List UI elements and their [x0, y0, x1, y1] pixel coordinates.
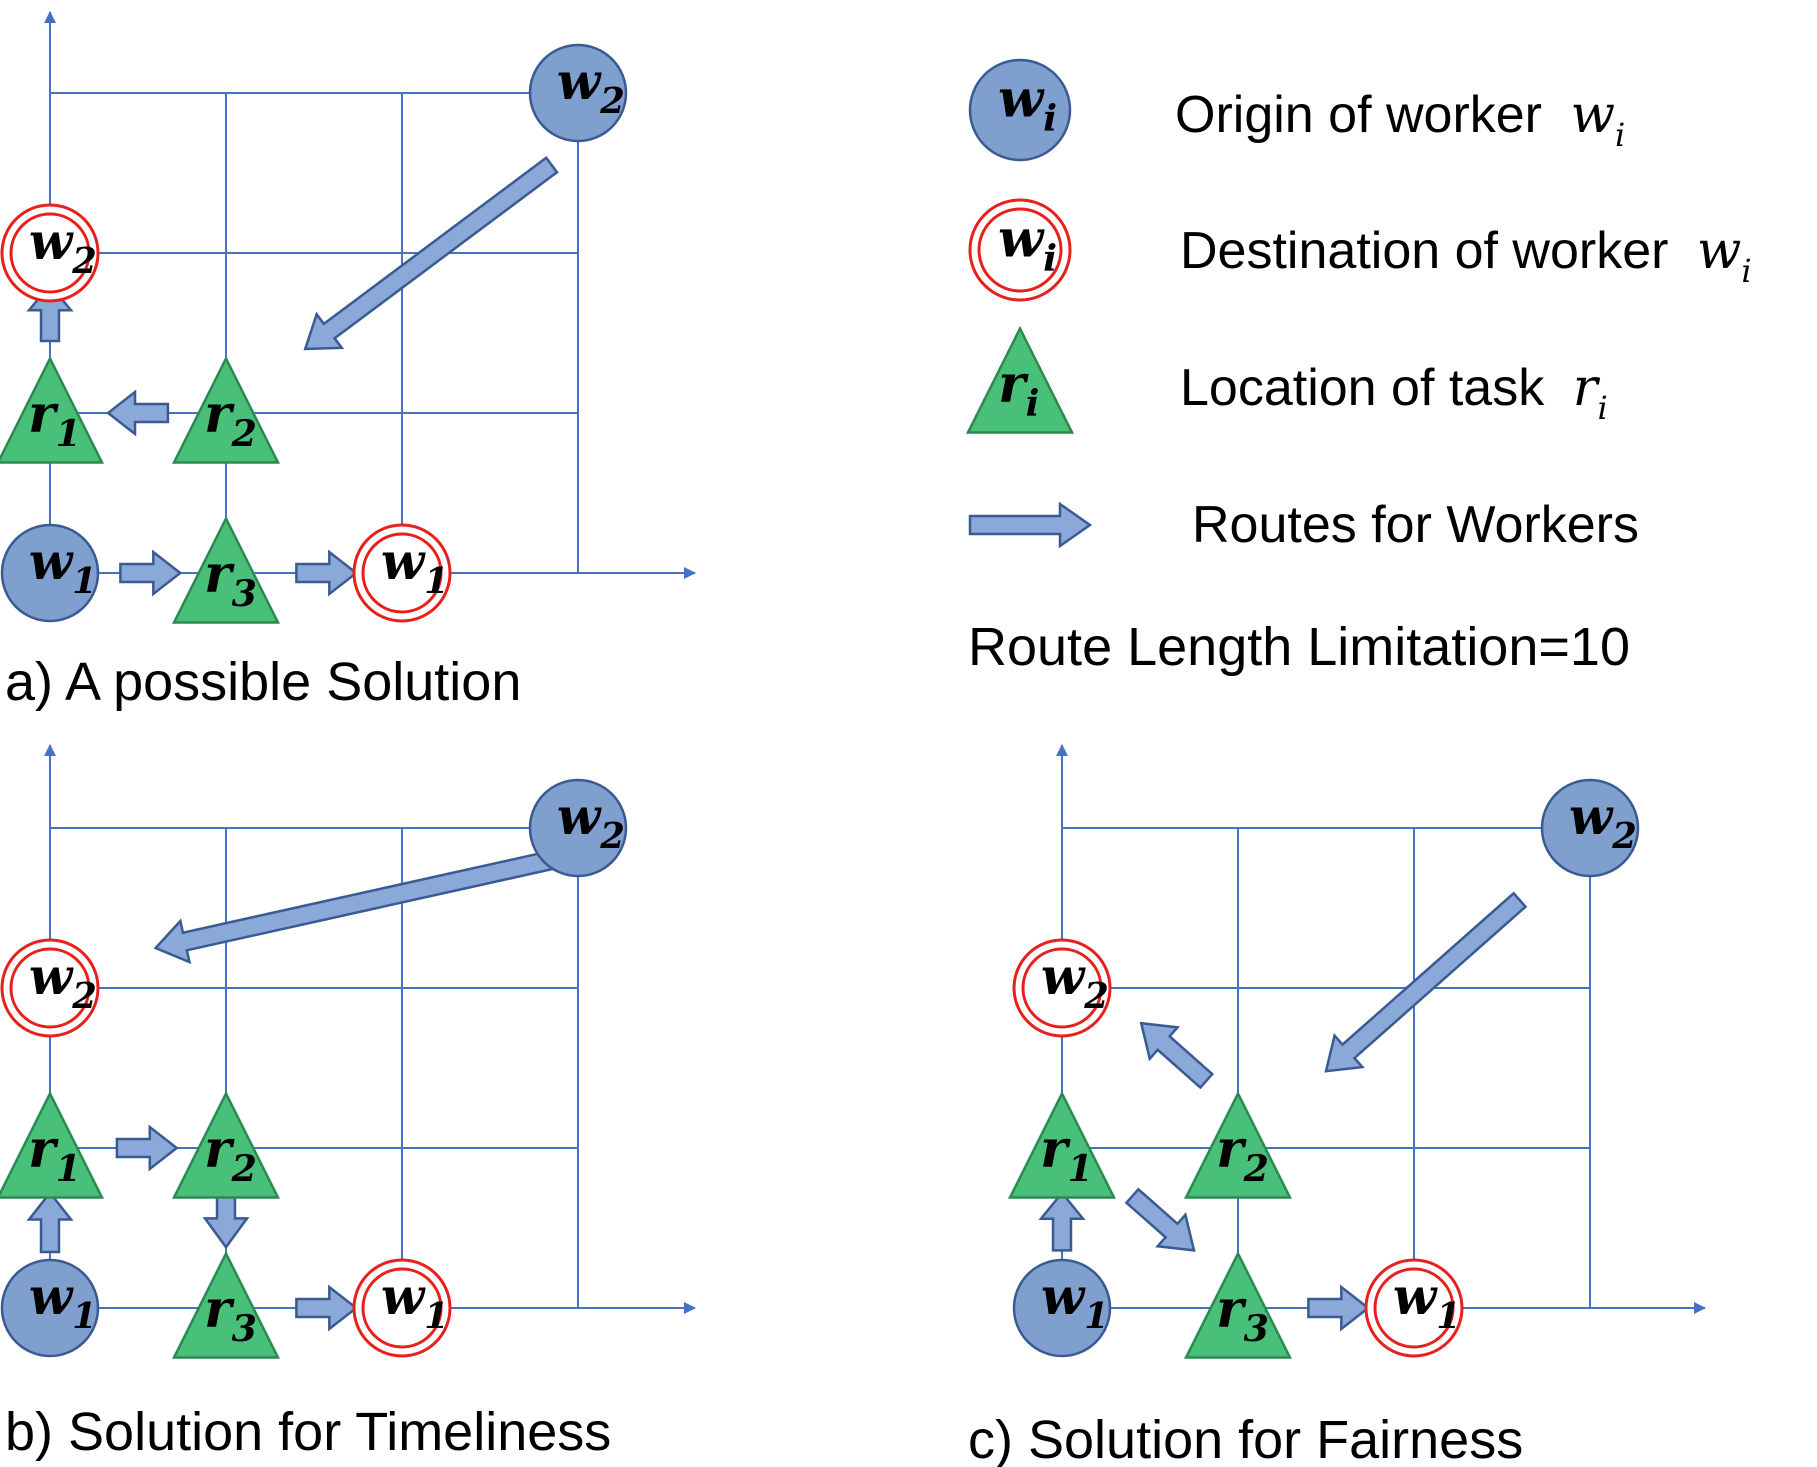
- task-r3: r3: [1183, 1250, 1293, 1359]
- route-arrow: [119, 549, 183, 597]
- route-arrow: [303, 156, 559, 351]
- legend-task-icon: ri: [965, 325, 1075, 434]
- panel-b-solution-timeliness: w2 w2 r1 r2 w1 r3 w1: [0, 744, 696, 1359]
- legend: wi Origin of worker wi wi Destination of…: [965, 58, 1752, 677]
- legend-task-symbol: ri: [965, 325, 1075, 434]
- route-arrow: [295, 549, 359, 597]
- route-arrow: [295, 1284, 359, 1332]
- legend-destination-symbol-label: wi: [998, 208, 1057, 280]
- legend-route-arrow-icon: [968, 501, 1093, 549]
- worker-origin-w2: w2: [528, 778, 628, 878]
- task-r2: r2: [1183, 1090, 1293, 1199]
- legend-origin-label: Origin of worker wi: [1175, 85, 1625, 154]
- worker-destination-w1-label: w1: [381, 1267, 449, 1337]
- task-r1-label: r1: [28, 1118, 81, 1190]
- task-r3: r3: [171, 515, 281, 624]
- route-arrow: [106, 389, 170, 437]
- panel-c-caption: c) Solution for Fairness: [968, 1410, 1523, 1467]
- worker-destination-w2-label: w2: [29, 947, 97, 1017]
- route-arrow: [1324, 891, 1528, 1073]
- task-r1-label: r1: [1040, 1118, 1093, 1190]
- worker-destination-w2: w2: [1012, 938, 1112, 1038]
- route-arrow: [153, 849, 556, 965]
- route-arrow: [26, 1190, 74, 1254]
- task-r1: r1: [1007, 1090, 1117, 1199]
- worker-destination-w2: w2: [0, 938, 100, 1038]
- task-r3-label: r3: [1216, 1278, 1269, 1350]
- worker-origin-w1-label: w1: [29, 1267, 97, 1337]
- legend-origin-symbol: wi: [968, 58, 1072, 162]
- route-arrow: [1124, 1187, 1196, 1252]
- task-r2-label: r2: [1216, 1118, 1269, 1190]
- legend-route-arrow: [968, 501, 1093, 549]
- worker-origin-w2-label: w2: [557, 52, 625, 122]
- route-arrow: [1139, 1021, 1215, 1090]
- legend-destination-label: Destination of worker wi: [1180, 221, 1752, 290]
- worker-origin-w2: w2: [1540, 778, 1640, 878]
- grid: [44, 11, 696, 579]
- worker-destination-w1: w1: [352, 523, 452, 623]
- legend-origin-symbol-label: wi: [998, 68, 1057, 140]
- task-r2: r2: [171, 355, 281, 464]
- panel-a-caption: a) A possible Solution: [5, 652, 521, 712]
- legend-destination-icon: wi: [968, 198, 1072, 302]
- task-r3-label: r3: [204, 1278, 257, 1350]
- task-r2-label: r2: [204, 383, 257, 455]
- task-r3: r3: [171, 1250, 281, 1359]
- panel-b-caption: b) Solution for Timeliness: [5, 1402, 611, 1462]
- worker-origin-w2-label: w2: [1569, 787, 1637, 857]
- panel-c-solution-fairness: w2 w2 r1 r2 w1 r3 w1: [1007, 744, 1706, 1359]
- panel-a-possible-solution: w2 w2 r1 r2 w1 r3 w1: [0, 11, 696, 624]
- route-length-limitation: Route Length Limitation=10: [968, 617, 1630, 677]
- task-r1: r1: [0, 355, 105, 464]
- worker-origin-w2: w2: [528, 43, 628, 143]
- legend-destination-symbol: wi: [968, 198, 1072, 302]
- worker-origin-w1-label: w1: [1041, 1267, 1109, 1337]
- route-arrow: [1307, 1284, 1371, 1332]
- worker-origin-w1: w1: [1012, 1258, 1112, 1358]
- worker-origin-w1: w1: [0, 1258, 100, 1358]
- worker-destination-w1: w1: [1364, 1258, 1464, 1358]
- worker-destination-w2-label: w2: [29, 212, 97, 282]
- legend-task-symbol-label: ri: [998, 353, 1039, 425]
- worker-origin-w1: w1: [0, 523, 100, 623]
- task-r1-label: r1: [28, 383, 81, 455]
- route-arrow: [1038, 1190, 1086, 1252]
- legend-origin-icon: wi: [968, 58, 1072, 162]
- worker-origin-w1-label: w1: [29, 532, 97, 602]
- task-r2-label: r2: [204, 1118, 257, 1190]
- worker-destination-w1-label: w1: [381, 532, 449, 602]
- legend-route-label: Routes for Workers: [1192, 496, 1639, 554]
- worker-destination-w1: w1: [352, 1258, 452, 1358]
- task-r2: r2: [171, 1090, 281, 1199]
- task-r1: r1: [0, 1090, 105, 1199]
- worker-origin-w2-label: w2: [557, 787, 625, 857]
- worker-destination-w2-label: w2: [1041, 947, 1109, 1017]
- worker-destination-w1-label: w1: [1393, 1267, 1461, 1337]
- route-arrow: [115, 1124, 179, 1172]
- task-r3-label: r3: [204, 543, 257, 615]
- worker-destination-w2: w2: [0, 203, 100, 303]
- legend-task-label: Location of task ri: [1180, 358, 1608, 427]
